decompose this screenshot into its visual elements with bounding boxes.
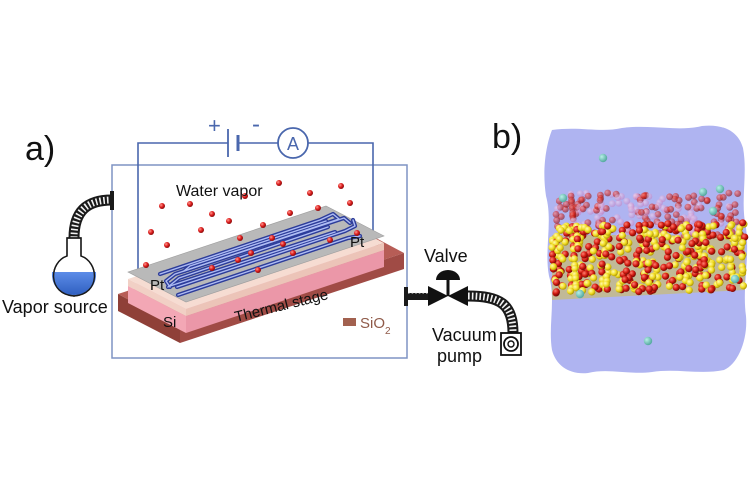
vapor-hose: [68, 191, 114, 239]
water-vapor-label: Water vapor: [176, 183, 263, 200]
pump-icon: [500, 332, 522, 356]
battery-plus: +: [208, 113, 221, 138]
chamber-box: [111, 164, 408, 359]
atom-slab: [548, 189, 749, 300]
battery-icon: [227, 129, 240, 157]
vacuum-hose: [467, 290, 519, 334]
vacuum-pump-label-2: pump: [437, 346, 482, 366]
outlet-connector: [404, 287, 428, 306]
ions: [558, 153, 740, 346]
flask-icon: [51, 237, 97, 297]
valve-icon: [428, 270, 468, 306]
valve-label: Valve: [424, 246, 468, 266]
panel-a-label: a): [25, 130, 55, 168]
panel-b-label: b): [492, 118, 522, 156]
ammeter-icon: A: [277, 127, 309, 159]
interdigitated-electrodes: [157, 211, 363, 298]
sio2-swatch: [343, 318, 356, 326]
circuit-wires: [137, 142, 374, 283]
pt-label-left: Pt: [150, 277, 165, 294]
vapor-source-label: Vapor source: [2, 297, 108, 317]
battery-minus: -: [252, 111, 260, 138]
pt-label-right: Pt: [350, 234, 365, 251]
ammeter-label: A: [287, 134, 299, 154]
sio2-subscript: 2: [385, 326, 391, 337]
vacuum-pump-label-1: Vacuum: [432, 325, 497, 345]
sio2-main: SiO: [360, 315, 385, 332]
water-molecules: [143, 180, 360, 273]
si-label: Si: [163, 314, 176, 331]
sio2-legend-label: SiO2: [360, 315, 391, 337]
